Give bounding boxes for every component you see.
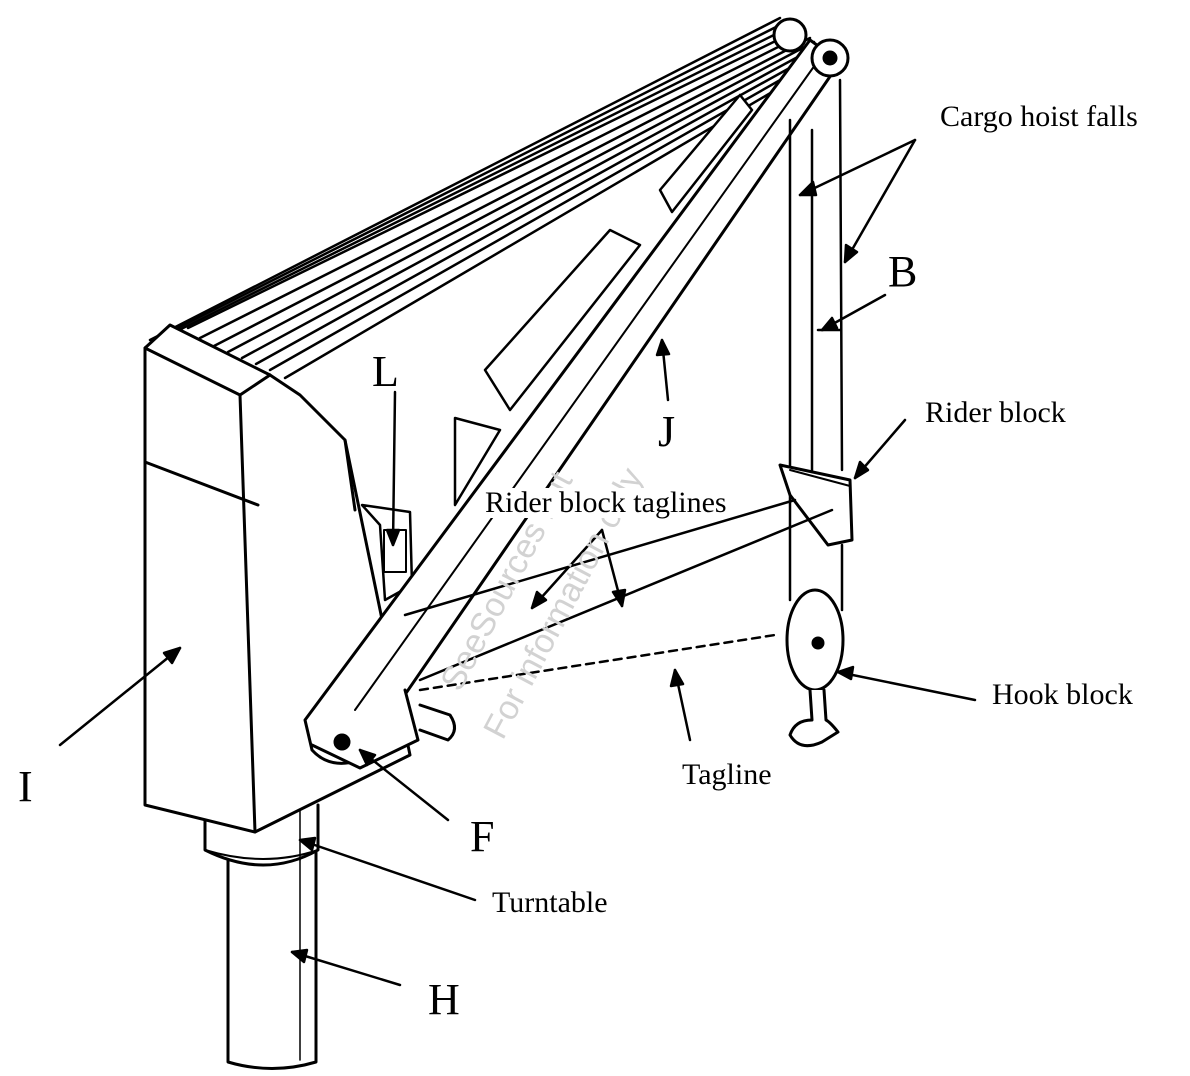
label-f: F <box>470 812 495 861</box>
label-rider-block-taglines: Rider block taglines <box>485 486 727 519</box>
label-cargo-hoist-falls: Cargo hoist falls <box>940 100 1138 133</box>
leader-arrows <box>58 138 977 987</box>
label-tagline: Tagline <box>682 758 772 791</box>
rider-block <box>778 463 854 547</box>
cargo-hoist-falls <box>788 78 844 472</box>
tagline-line <box>418 633 777 692</box>
lower-falls <box>788 493 844 612</box>
label-j: J <box>658 407 676 456</box>
jib-head <box>772 17 850 78</box>
label-turntable: Turntable <box>492 886 608 919</box>
label-b: B <box>888 247 918 296</box>
label-h: H <box>428 975 460 1024</box>
label-hook-block: Hook block <box>992 678 1133 711</box>
label-i: I <box>18 762 33 811</box>
hook-block <box>785 588 845 748</box>
label-l: L <box>372 347 399 396</box>
jib <box>303 38 842 770</box>
rider-block-taglines <box>403 498 834 682</box>
label-rider-block: Rider block <box>925 396 1066 429</box>
